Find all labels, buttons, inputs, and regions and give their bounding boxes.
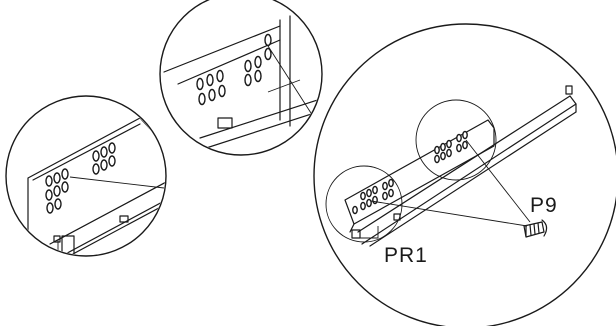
detail-circle-main xyxy=(313,23,616,326)
screw-part-label: P9 xyxy=(530,194,558,217)
screw-icon xyxy=(523,219,548,238)
detail-circle-left xyxy=(5,95,167,257)
mounting-holes xyxy=(45,142,116,214)
mounting-holes xyxy=(196,33,272,106)
rail-part-label: PR1 xyxy=(384,244,428,267)
detail-circle-top xyxy=(159,0,323,156)
